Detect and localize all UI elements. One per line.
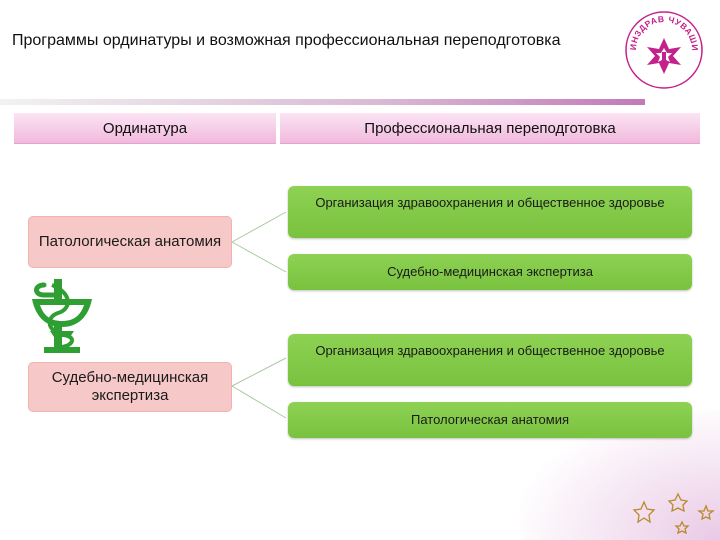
header-residency: Ординатура — [14, 113, 276, 144]
connector-line — [231, 211, 287, 243]
retraining-box: Судебно-медицинская экспертиза — [288, 254, 692, 290]
ministry-logo-icon: МИНЗДРАВ ЧУВАШИИ — [624, 10, 703, 89]
connector-line — [231, 385, 287, 419]
connector-line — [231, 241, 287, 273]
retraining-box: Организация здравоохранения и общественн… — [288, 334, 692, 386]
slide-title: Программы ординатуры и возможная професс… — [12, 32, 561, 49]
title-divider — [0, 99, 645, 105]
retraining-box: Патологическая анатомия — [288, 402, 692, 438]
residency-box: Патологическая анатомия — [28, 216, 232, 268]
header-retraining: Профессиональная переподготовка — [280, 113, 700, 144]
table-header: Ординатура Профессиональная переподготов… — [14, 113, 700, 144]
residency-box: Судебно-медицинская экспертиза — [28, 362, 232, 412]
caduceus-bowl-snake-icon — [32, 279, 92, 353]
decorative-stars — [632, 492, 715, 535]
retraining-box: Организация здравоохранения и общественн… — [288, 186, 692, 238]
connector-line — [231, 357, 287, 387]
